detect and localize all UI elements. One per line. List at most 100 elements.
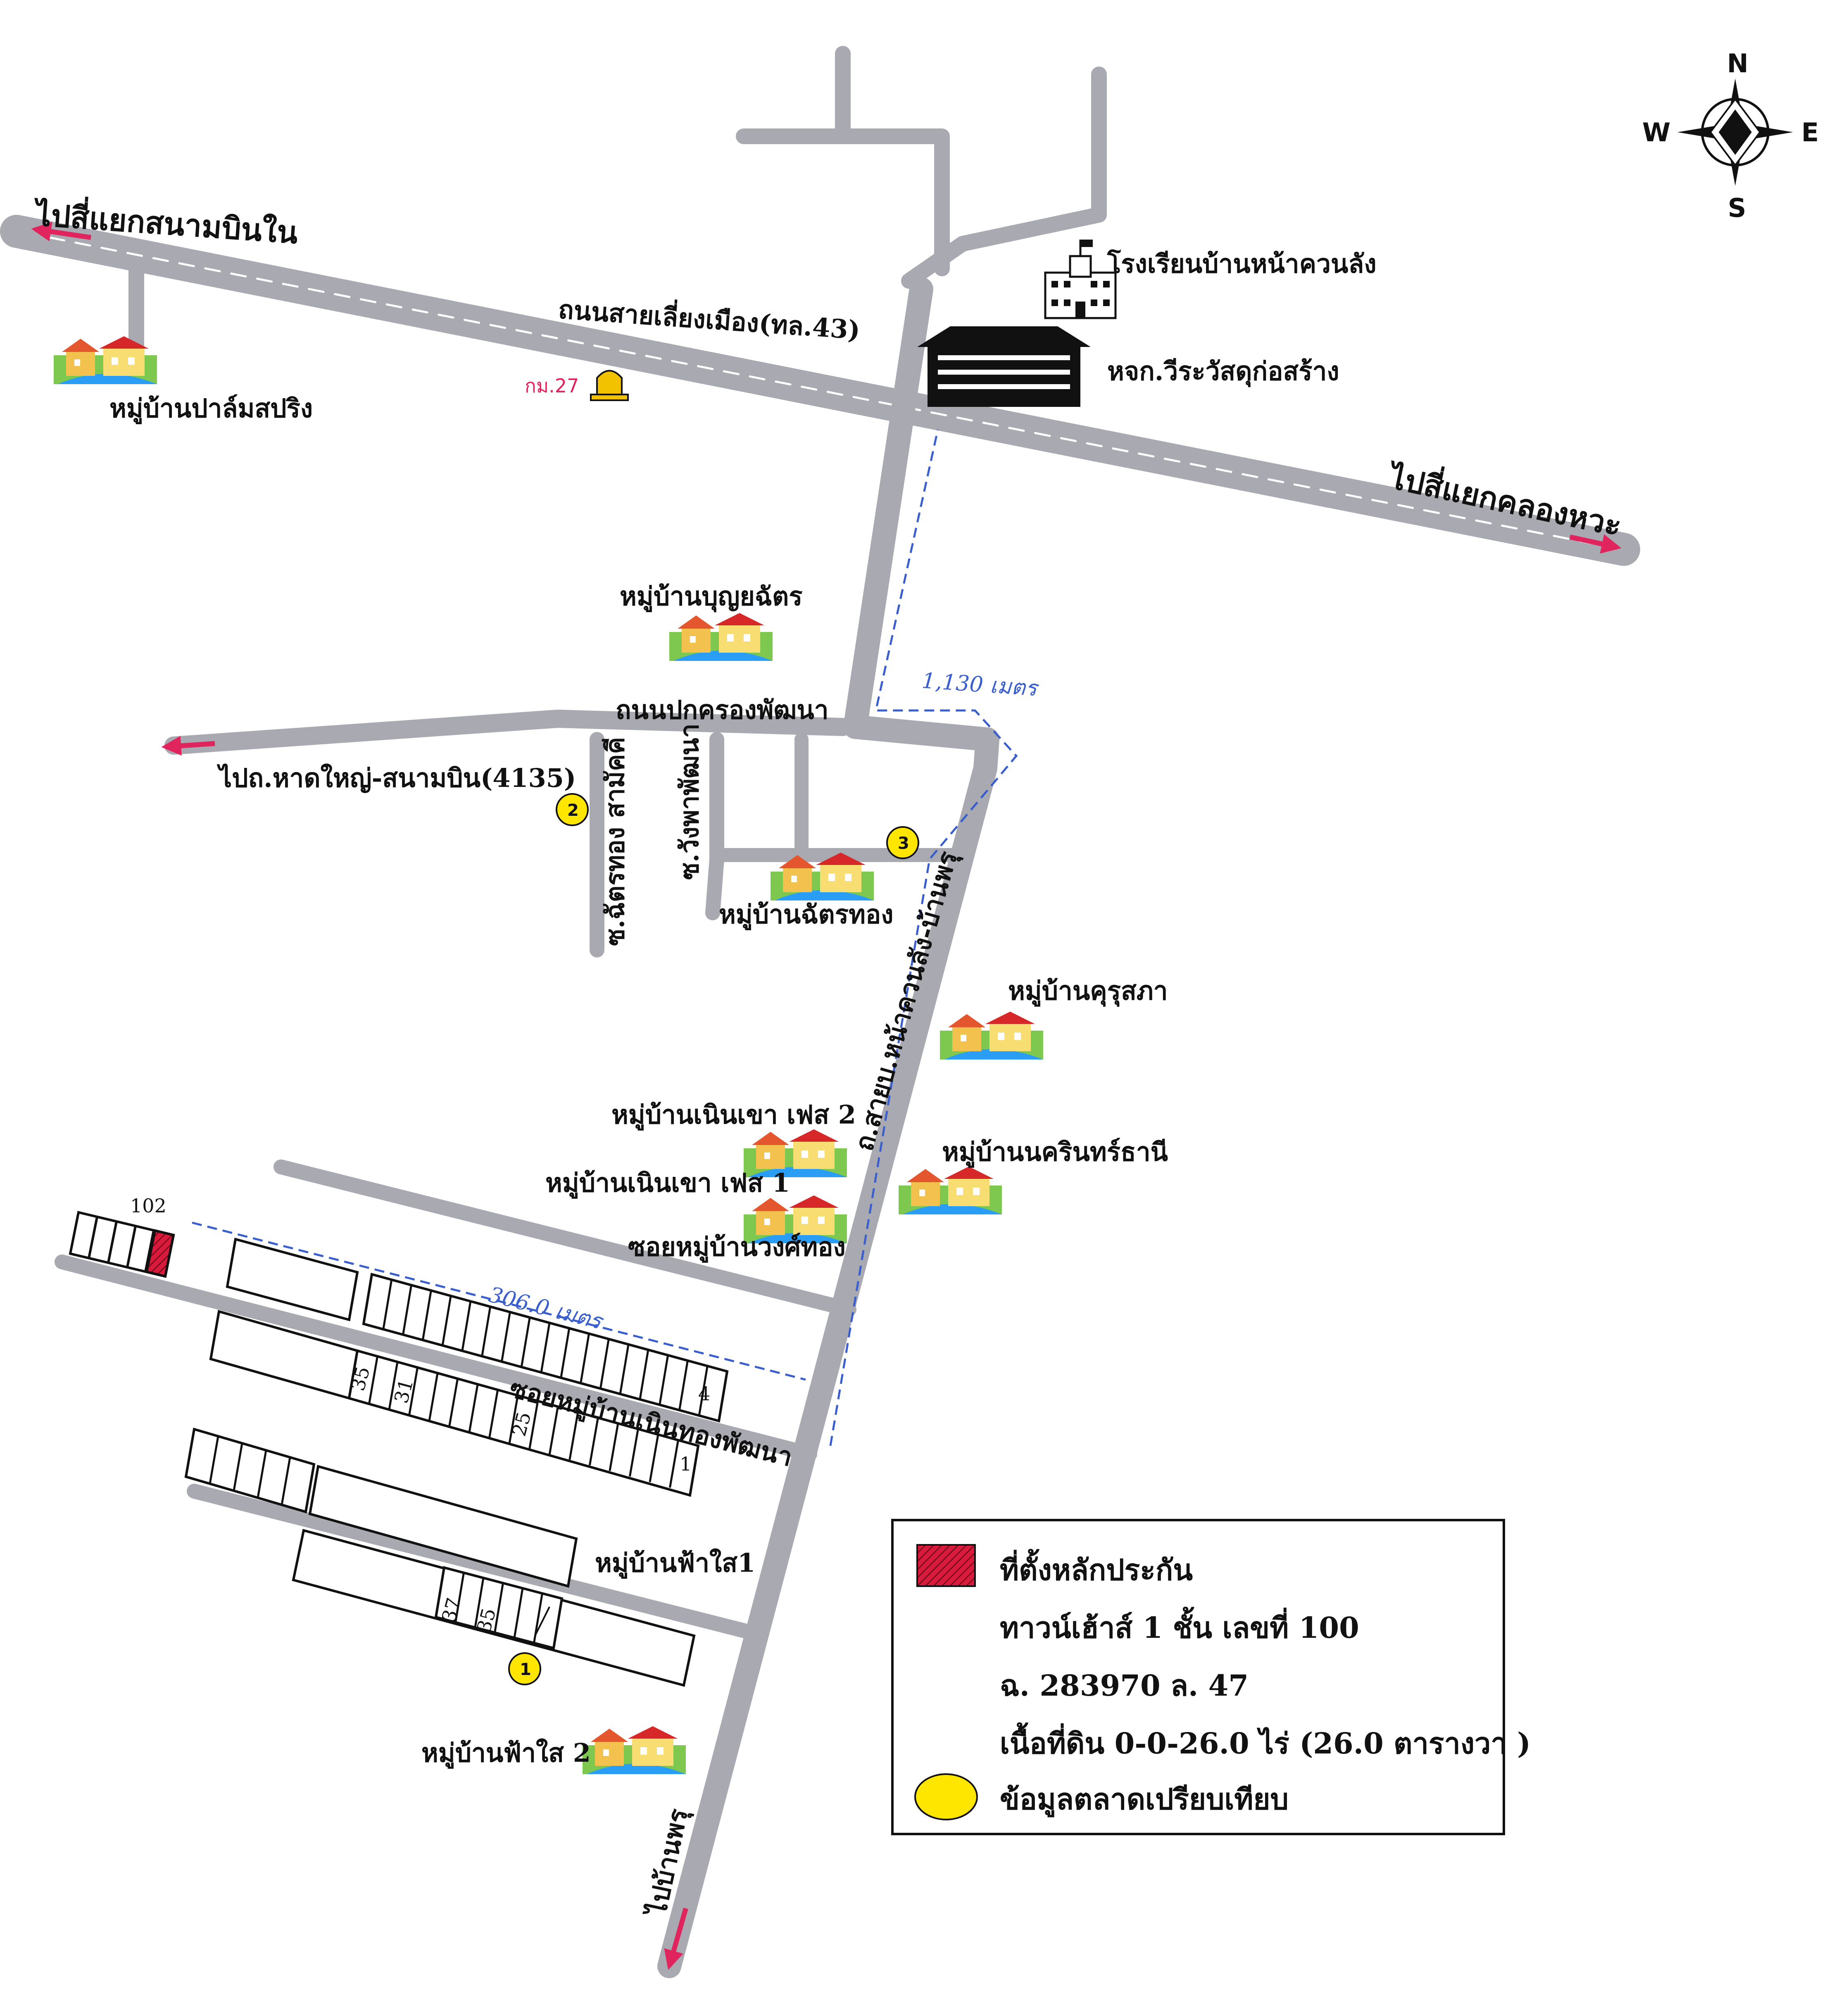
bypass-centerline bbox=[48, 236, 1592, 544]
row-a-divider bbox=[481, 1306, 492, 1357]
label-pokkhrong-road: ถนนปกครองพัฒนา bbox=[616, 695, 829, 725]
lot-block-d bbox=[308, 1465, 578, 1588]
village-icon-fasai2 bbox=[583, 1726, 686, 1774]
row-a-divider bbox=[580, 1333, 590, 1384]
label-village-palm-spring: หมู่บ้านปาล์มสปริง bbox=[109, 393, 313, 424]
compass-south: S bbox=[1728, 193, 1746, 223]
row-b-divider bbox=[408, 1367, 419, 1416]
village-icon-boonyachat bbox=[669, 613, 773, 661]
row-e-divider bbox=[494, 1583, 504, 1633]
label-village-fasai1: หมู่บ้านฟ้าใส1 bbox=[595, 1548, 755, 1579]
row-a-divider bbox=[540, 1323, 551, 1373]
row-c-divider bbox=[257, 1450, 267, 1498]
row-a-divider bbox=[441, 1295, 452, 1346]
row-a-divider bbox=[520, 1317, 531, 1367]
row-a-divider bbox=[500, 1311, 511, 1362]
distance-lines bbox=[192, 429, 1018, 1446]
row-e-divider bbox=[474, 1577, 485, 1628]
row-c-divider bbox=[233, 1443, 243, 1491]
marker-3 bbox=[886, 826, 919, 859]
row-b-divider bbox=[669, 1440, 679, 1488]
legend-market-swatch bbox=[914, 1773, 978, 1820]
row-a-divider bbox=[402, 1285, 413, 1335]
arrow-west-highway bbox=[31, 221, 91, 242]
km-marker-icon bbox=[590, 370, 629, 401]
legend-line2: ฉ. 283970 ล. 47 bbox=[1000, 1668, 1249, 1703]
road-network bbox=[0, 46, 1640, 1978]
row-e-divider bbox=[513, 1588, 524, 1638]
label-soi-chattong: ซ.ฉัตรทอง สามัคคี bbox=[600, 737, 630, 946]
direction-arrows bbox=[31, 221, 1622, 1970]
legend-subject-title: ที่ตั้งหลักประกัน bbox=[1000, 1549, 1193, 1587]
row-b-divider bbox=[568, 1412, 579, 1460]
row-b-divider bbox=[649, 1434, 659, 1482]
village-icon-khurusapha bbox=[940, 1012, 1043, 1060]
row-b-divider bbox=[448, 1378, 459, 1427]
soi-fasai-road bbox=[187, 1484, 755, 1639]
label-village-noenkhao2: หมู่บ้านเนินเขา เฟส 2 bbox=[611, 1100, 856, 1131]
row-a-divider bbox=[659, 1355, 669, 1405]
row-b-divider bbox=[528, 1401, 539, 1449]
legend-market-title: ข้อมูลตลาดเปรียบเทียบ bbox=[1000, 1782, 1289, 1817]
lot-label-4: 4 bbox=[698, 1383, 710, 1405]
label-village-boonyachat: หมู่บ้านบุญยฉัตร bbox=[620, 581, 803, 612]
row-b-divider bbox=[588, 1417, 599, 1466]
compass-east: E bbox=[1801, 117, 1819, 147]
lot-label-1: 1 bbox=[680, 1453, 692, 1475]
lot-block-c bbox=[184, 1428, 316, 1513]
svg-text:1: 1 bbox=[520, 1660, 531, 1679]
lot-label-subject: 102 bbox=[130, 1195, 166, 1217]
svg-text:3: 3 bbox=[898, 834, 909, 853]
legend-line3: เนื้อที่ดิน 0-0-26.0 ไร่ (26.0 ตารางวา ) bbox=[1000, 1722, 1531, 1760]
arrow-west-pokkhrong bbox=[161, 736, 215, 756]
row-a-divider bbox=[698, 1366, 709, 1416]
row-b-divider bbox=[368, 1356, 378, 1404]
compass-north: N bbox=[1727, 48, 1748, 78]
row-a-divider bbox=[560, 1328, 571, 1378]
row-a-divider bbox=[639, 1349, 649, 1400]
north-road-right bbox=[901, 67, 1107, 289]
row-a-divider bbox=[382, 1279, 393, 1330]
soi-wongthong-road bbox=[274, 1159, 856, 1317]
row-a-divider bbox=[599, 1339, 610, 1389]
main-road bbox=[657, 277, 999, 1978]
soi-wangpha-road bbox=[705, 732, 724, 920]
main-distance-line bbox=[829, 429, 1018, 1446]
legend-line1: ทาวน์เฮ้าส์ 1 ชั้น เลขที่ 100 bbox=[1000, 1606, 1359, 1645]
north-road-left bbox=[736, 128, 950, 276]
label-soi-wongthong: ซอยหมู่บ้านวงศ์ทอง bbox=[628, 1232, 846, 1263]
label-village-chattong: หมู่บ้านฉัตรทอง bbox=[719, 899, 893, 930]
row-b-divider bbox=[488, 1390, 499, 1438]
compass-west: W bbox=[1642, 117, 1670, 147]
village-icon-nakharin bbox=[899, 1166, 1002, 1214]
soi-west-road bbox=[55, 1254, 817, 1461]
row-b-divider bbox=[609, 1423, 619, 1471]
row-a-divider bbox=[619, 1344, 630, 1395]
label-km-marker: กม.27 bbox=[525, 375, 579, 397]
row-b-divider bbox=[508, 1395, 519, 1443]
legend-box: ที่ตั้งหลักประกัน ทาวน์เฮ้าส์ 1 ชั้น เลข… bbox=[891, 1519, 1531, 1835]
comparison-markers: 1 2 3 bbox=[508, 793, 919, 1685]
store-building-icon bbox=[917, 326, 1091, 407]
label-village-fasai2: หมู่บ้านฟ้าใส 2 bbox=[421, 1738, 591, 1769]
label-store: หจก.วีระวัสดุก่อสร้าง bbox=[1107, 356, 1339, 387]
row-a-divider bbox=[678, 1360, 689, 1411]
arrow-south-banphru bbox=[664, 1908, 688, 1970]
row-b-divider bbox=[628, 1428, 639, 1477]
row-c-divider bbox=[209, 1436, 219, 1484]
row-b-divider bbox=[428, 1373, 439, 1421]
row-b-divider bbox=[388, 1361, 399, 1410]
legend-subject-swatch bbox=[916, 1544, 976, 1587]
school-icon bbox=[1044, 240, 1117, 319]
label-village-noenkhao1: หมู่บ้านเนินเขา เฟส 1 bbox=[545, 1168, 790, 1199]
marker-1 bbox=[508, 1652, 541, 1685]
lot-block-a1 bbox=[226, 1238, 359, 1321]
subject-lot bbox=[145, 1229, 175, 1278]
pok-khrong-road bbox=[164, 710, 852, 755]
row-a-divider bbox=[421, 1290, 432, 1340]
label-village-khurusapha: หมู่บ้านคุรุสภา bbox=[1008, 976, 1168, 1007]
label-distance-main: 1,130 เมตร bbox=[921, 668, 1040, 701]
label-soi-wangpha: ซ.วังพาพัฒนา bbox=[674, 723, 704, 880]
soi-distance-line bbox=[192, 1221, 806, 1381]
